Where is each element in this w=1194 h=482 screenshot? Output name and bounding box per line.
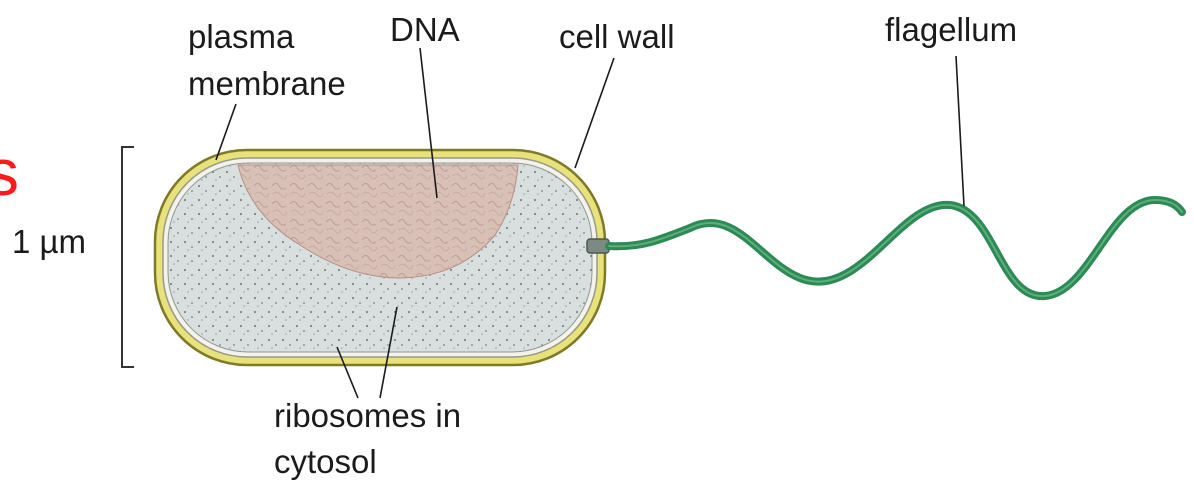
leader-cell-wall — [575, 58, 614, 168]
label-plasma-line2: membrane — [188, 64, 346, 104]
label-dna: DNA — [390, 10, 460, 50]
leader-flagellum — [956, 56, 964, 206]
flagellum-icon — [609, 200, 1182, 296]
label-ribosomes-line2: cytosol — [274, 442, 377, 482]
scale-bracket — [122, 147, 134, 367]
label-plasma-line1: plasma — [188, 17, 294, 57]
label-ribosomes-line1: ribosomes in — [274, 396, 461, 436]
label-scale: 1 µm — [12, 222, 86, 262]
label-flagellum: flagellum — [885, 10, 1017, 50]
label-cell-wall: cell wall — [559, 17, 675, 57]
